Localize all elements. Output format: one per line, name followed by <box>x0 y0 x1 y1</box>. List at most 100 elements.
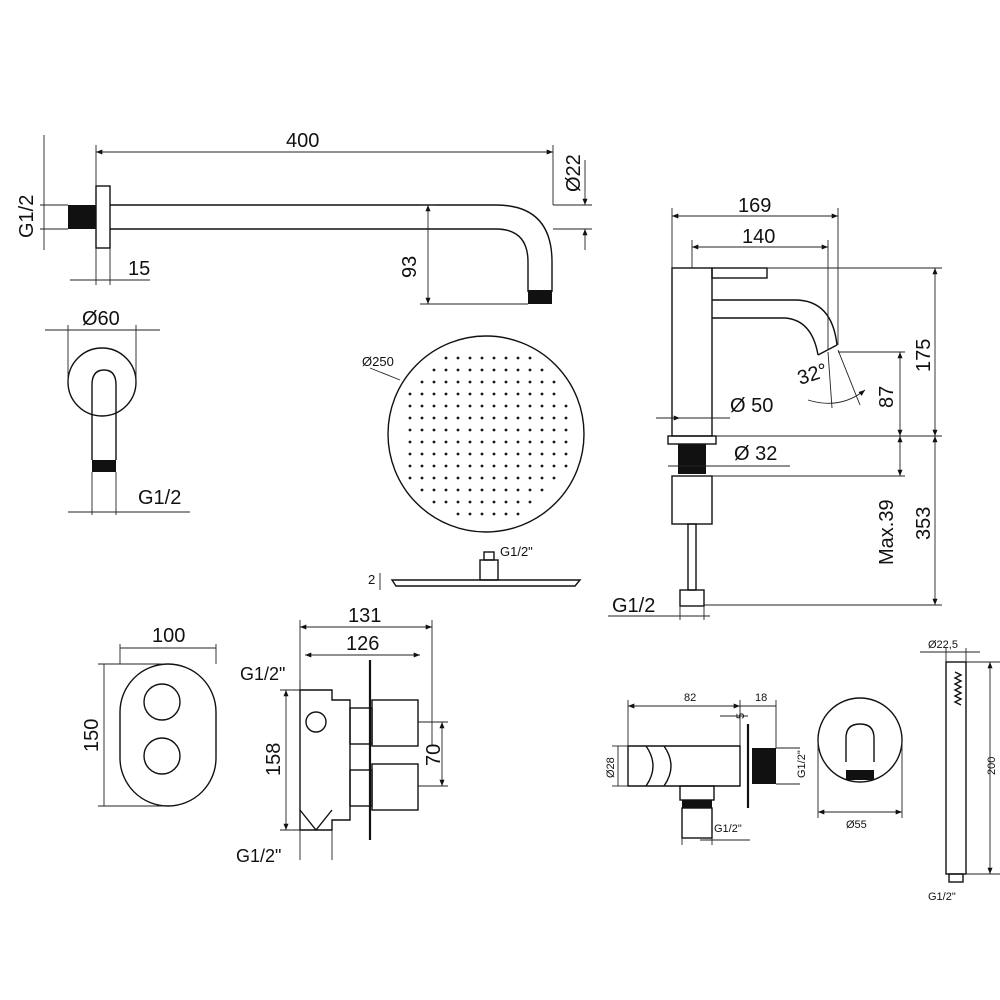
nozzle-dot <box>408 416 412 420</box>
flange-arm-stub <box>91 369 117 460</box>
nozzle-dot <box>504 452 508 456</box>
nozzle-dot <box>528 464 532 468</box>
nozzle-dot <box>504 500 508 504</box>
wall-outlet-drawing: 82 18 5 Ø28 G1/2" G1/2" Ø55 <box>605 692 903 845</box>
flange-circle <box>67 347 137 417</box>
shower-head-diameter-label: Ø250 <box>362 354 394 369</box>
nozzle-dot <box>492 380 496 384</box>
nozzle-dot <box>564 416 568 420</box>
nozzle-dot <box>516 440 520 444</box>
nozzle-dot <box>456 464 460 468</box>
arm-diameter-label: Ø22 <box>563 154 585 192</box>
tap-height-label: 175 <box>913 339 935 372</box>
shower-head-thread-label: G1/2" <box>500 544 533 559</box>
nozzle-dot <box>432 368 436 372</box>
outlet-cover-diameter-label: Ø55 <box>846 819 867 831</box>
nozzle-dot <box>456 368 460 372</box>
nozzle-dot <box>456 392 460 396</box>
nozzle-dot <box>420 476 424 480</box>
control-plate-drawing: 100 150 <box>81 625 217 807</box>
arm-length-label: 400 <box>286 130 319 152</box>
valve-stem-top-base <box>349 707 373 745</box>
nozzle-dot <box>552 452 556 456</box>
nozzle-dot <box>456 512 460 516</box>
tap-connector <box>679 589 705 607</box>
valve-stem-bottom-base <box>349 769 373 807</box>
arm-thread-inlet <box>68 205 96 229</box>
nozzle-dot <box>564 440 568 444</box>
outlet-length-label: 82 <box>684 692 696 704</box>
nozzle-dot <box>444 416 448 420</box>
nozzle-dot <box>444 428 448 432</box>
nozzle-dot <box>492 452 496 456</box>
nozzle-dot <box>504 440 508 444</box>
nozzle-dot <box>504 404 508 408</box>
nozzle-dot <box>480 500 484 504</box>
nozzle-dot <box>504 488 508 492</box>
tap-base <box>667 435 717 445</box>
nozzle-dot <box>468 404 472 408</box>
nozzle-dot <box>408 476 412 480</box>
nozzle-dot <box>528 440 532 444</box>
nozzle-dot <box>420 380 424 384</box>
arm-wall-flange <box>95 185 111 249</box>
outlet-diameter-label: Ø28 <box>605 757 617 778</box>
hand-shower-diameter-label: Ø22,5 <box>928 639 958 651</box>
nozzle-dot <box>564 428 568 432</box>
nozzle-dot <box>408 392 412 396</box>
nozzle-dot <box>468 500 472 504</box>
nozzle-dot <box>468 416 472 420</box>
nozzle-dot <box>444 452 448 456</box>
nozzle-dot <box>444 392 448 396</box>
nozzle-dot <box>444 464 448 468</box>
nozzle-dot <box>444 356 448 360</box>
nozzle-dot <box>444 476 448 480</box>
nozzle-dot <box>492 464 496 468</box>
nozzle-dot <box>456 404 460 408</box>
nozzle-dot <box>468 440 472 444</box>
shower-head-thickness-label: 2 <box>368 572 375 587</box>
nozzle-dot <box>420 440 424 444</box>
nozzle-dot <box>516 464 520 468</box>
nozzle-dot <box>408 464 412 468</box>
nozzle-dot <box>540 368 544 372</box>
nozzle-dot <box>456 452 460 456</box>
valve-depth-total-label: 131 <box>348 605 381 627</box>
control-plate-outline <box>119 663 217 807</box>
nozzle-dot <box>492 512 496 516</box>
nozzle-dot <box>540 452 544 456</box>
nozzle-dot <box>432 464 436 468</box>
nozzle-dot <box>528 488 532 492</box>
outlet-nut <box>679 785 715 801</box>
nozzle-dot <box>492 356 496 360</box>
shower-head-nozzles <box>408 356 568 516</box>
nozzle-dot <box>480 404 484 408</box>
tap-body <box>671 267 713 437</box>
tap-angle-label: 32° <box>795 359 831 389</box>
arm-pipe <box>110 204 553 292</box>
plate-width-label: 100 <box>152 625 185 647</box>
nozzle-dot <box>516 416 520 420</box>
nozzle-dot <box>480 428 484 432</box>
nozzle-dot <box>480 380 484 384</box>
tap-max-thickness-label: Max.39 <box>876 499 898 565</box>
tap-body-diameter-label: Ø 50 <box>730 395 773 417</box>
nozzle-dot <box>444 404 448 408</box>
nozzle-dot <box>504 380 508 384</box>
nozzle-dot <box>468 368 472 372</box>
nozzle-dot <box>504 512 508 516</box>
nozzle-dot <box>456 500 460 504</box>
outlet-flange-label: 18 <box>755 692 767 704</box>
nozzle-dot <box>492 488 496 492</box>
nozzle-dot <box>504 476 508 480</box>
nozzle-dot <box>432 500 436 504</box>
nozzle-dot <box>516 428 520 432</box>
nozzle-dot <box>444 440 448 444</box>
nozzle-dot <box>408 452 412 456</box>
nozzle-dot <box>408 440 412 444</box>
valve-inlet-bottom <box>299 809 333 832</box>
nozzle-dot <box>552 392 556 396</box>
nozzle-dot <box>552 476 556 480</box>
valve-housing <box>299 689 351 831</box>
